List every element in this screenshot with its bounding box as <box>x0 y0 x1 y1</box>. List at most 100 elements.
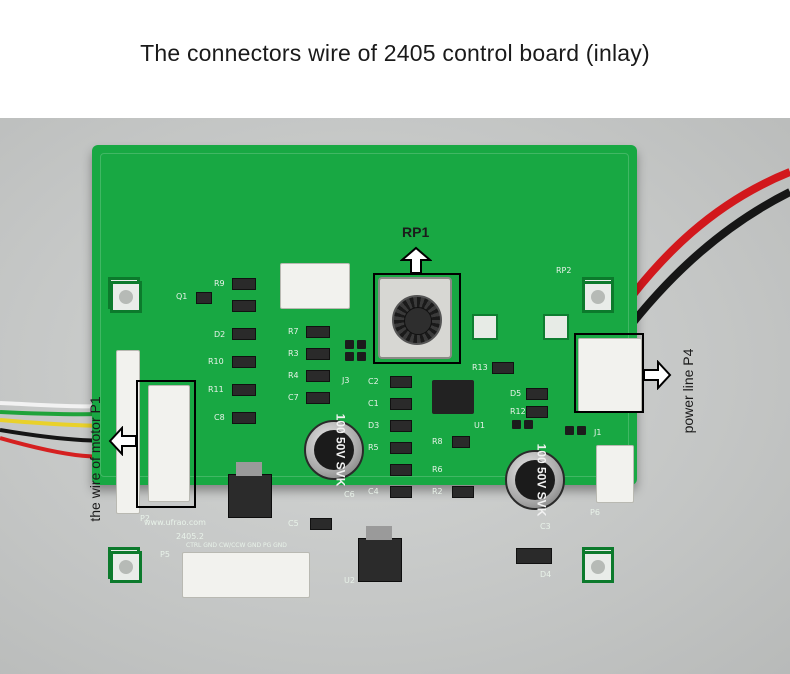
silk-c8: C8 <box>214 413 225 422</box>
smd-q1 <box>196 292 212 304</box>
silk-u2: U2 <box>344 576 355 585</box>
header-pin <box>357 340 366 349</box>
smd-r2 <box>452 486 474 498</box>
highlight-box-rp1 <box>373 273 461 364</box>
header-pin <box>524 420 533 429</box>
silk-d3: D3 <box>368 421 380 430</box>
highlight-box-p4 <box>574 333 644 413</box>
silk-c3: C3 <box>540 522 551 531</box>
mounting-hole-bottom-right <box>582 551 614 583</box>
regulator-left <box>228 474 272 518</box>
silk-c1: C1 <box>368 399 379 408</box>
capacitor-c6-label: 100 50V SVK <box>333 413 348 487</box>
mounting-hole-bottom-left <box>110 551 142 583</box>
silk-r6: R6 <box>432 465 443 474</box>
smd-r8 <box>452 436 470 448</box>
mounting-hole-top-left <box>110 281 142 313</box>
arrow-up-rp1 <box>400 246 432 274</box>
silk-d4: D4 <box>540 570 552 579</box>
silk-r3: R3 <box>288 349 299 358</box>
smd-r5 <box>390 442 412 454</box>
smd-r6 <box>390 464 412 476</box>
pad-left <box>472 314 498 340</box>
silk-p6: P6 <box>590 508 600 517</box>
smd-r13 <box>492 362 514 374</box>
smd-r12 <box>526 406 548 418</box>
silk-j1: J1 <box>594 428 602 437</box>
connector-p6 <box>596 445 634 503</box>
smd-c8 <box>232 412 256 424</box>
mounting-hole-top-right <box>582 281 614 313</box>
silk-d5: D5 <box>510 389 522 398</box>
smd-c5 <box>310 518 332 530</box>
regulator-u2 <box>358 538 402 582</box>
smd-c1 <box>390 398 412 410</box>
silk-c2: C2 <box>368 377 379 386</box>
silk-model: 2405.2 <box>176 532 204 541</box>
silk-p5: P5 <box>160 550 170 559</box>
silk-r13: R13 <box>472 363 488 372</box>
capacitor-c3-label: 100 50V SVK <box>534 443 549 517</box>
header-pin <box>345 340 354 349</box>
smd-r9 <box>232 278 256 290</box>
capacitor-c3-ring <box>515 460 555 500</box>
smd-d2 <box>232 328 256 340</box>
page-title: The connectors wire of 2405 control boar… <box>140 40 650 66</box>
silk-p2: P2 <box>140 514 150 523</box>
silk-c5: C5 <box>288 519 299 528</box>
silk-r10: R10 <box>208 357 224 366</box>
potentiometer-rp1 <box>378 277 452 359</box>
silk-p5-pins: CTRL GND CW/CCW GND PG GND <box>186 542 287 549</box>
arrow-right-p4 <box>643 360 672 390</box>
capacitor-c6: 100 50V SVK <box>304 414 364 486</box>
silk-r4: R4 <box>288 371 299 380</box>
smd-r7 <box>306 326 330 338</box>
potentiometer-knob <box>392 295 442 345</box>
header-pin <box>512 420 521 429</box>
regulator-u2-tab <box>366 526 392 540</box>
label-rp1: RP1 <box>402 224 430 240</box>
silk-c4: C4 <box>368 487 379 496</box>
silk-r9: R9 <box>214 279 225 288</box>
silk-r11: R11 <box>208 385 224 394</box>
arrow-left-shape <box>108 426 137 456</box>
smd-r4 <box>306 370 330 382</box>
power-wire-black <box>608 188 790 353</box>
arrow-left-p1 <box>108 426 137 456</box>
silk-r8: R8 <box>432 437 443 446</box>
header-pin <box>565 426 574 435</box>
silk-d2: D2 <box>214 330 226 339</box>
smd-r10 <box>232 356 256 368</box>
potentiometer-center <box>404 307 432 335</box>
title-band: The connectors wire of 2405 control boar… <box>0 0 790 118</box>
silk-url: www.ufrao.com <box>144 518 206 527</box>
label-p1: the wire of motor P1 <box>87 396 103 522</box>
silk-rp2: RP2 <box>556 266 572 275</box>
pad-right <box>543 314 569 340</box>
arrow-right-shape <box>643 360 672 390</box>
capacitor-c6-ring <box>314 430 354 470</box>
silk-r7: R7 <box>288 327 299 336</box>
header-pin <box>345 352 354 361</box>
regulator-left-tab <box>236 462 262 476</box>
smd-r3 <box>306 348 330 360</box>
silk-q1: Q1 <box>176 292 188 301</box>
silk-r5: R5 <box>368 443 379 452</box>
chip-u1 <box>432 380 474 414</box>
header-pin <box>357 352 366 361</box>
connector-p5 <box>182 552 310 598</box>
connector-p4 <box>578 338 642 412</box>
header-pin <box>577 426 586 435</box>
connector-top <box>280 263 350 309</box>
smd-part <box>232 300 256 312</box>
smd-d3 <box>390 420 412 432</box>
connector-p1 <box>148 385 190 502</box>
smd-d5 <box>526 388 548 400</box>
smd-c4 <box>390 486 412 498</box>
capacitor-c3: 100 50V SVK <box>505 444 565 516</box>
smd-r11 <box>232 384 256 396</box>
silk-c6: C6 <box>344 490 355 499</box>
arrow-up-shape <box>400 246 432 274</box>
smd-c2 <box>390 376 412 388</box>
silk-j3: J3 <box>342 376 350 385</box>
